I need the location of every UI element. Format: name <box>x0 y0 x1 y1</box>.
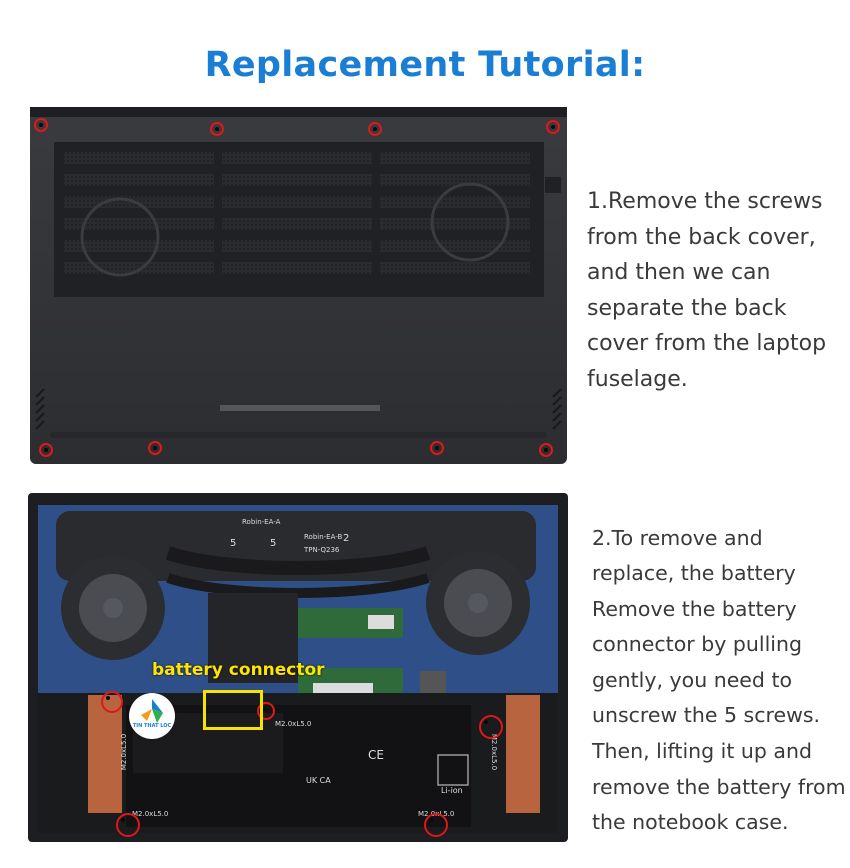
board-label: Robin-EA-B <box>304 533 343 541</box>
battery-mark: CE <box>368 748 384 762</box>
screw-size-label: M2.0xL5.0 <box>275 720 312 728</box>
screw-marker <box>424 813 448 837</box>
bottom-cover-illustration <box>30 107 567 464</box>
battery-mark: Li-ion <box>441 786 463 795</box>
screw-marker <box>430 441 444 455</box>
interior-illustration <box>28 493 568 842</box>
step-1-instructions: 1.Remove the screws from the back cover,… <box>587 189 827 392</box>
logo-icon <box>141 699 163 723</box>
screw-marker <box>210 122 224 136</box>
interior-photo: Robin-EA-A Robin-EA-B TPN-Q236 5 5 2 M2.… <box>28 493 568 842</box>
board-label: 2 <box>343 533 350 544</box>
screw-marker <box>257 702 275 720</box>
board-label: Robin-EA-A <box>242 518 281 526</box>
screw-marker <box>39 443 53 457</box>
screw-marker <box>101 691 123 713</box>
screw-marker <box>479 715 503 739</box>
bottom-cover-photo <box>30 107 567 464</box>
logo-text: TIN THAT LOC <box>132 723 172 729</box>
shop-logo: TIN THAT LOC <box>129 693 175 739</box>
board-label: 5 <box>230 538 237 549</box>
page-title: Replacement Tutorial: <box>204 45 646 86</box>
screw-marker <box>116 813 140 837</box>
screw-marker <box>34 118 48 132</box>
step-2-instructions: 2.To remove and replace, the battery Rem… <box>592 525 846 835</box>
screw-marker <box>546 120 560 134</box>
battery-connector-highlight <box>203 690 263 730</box>
screw-size-label: M2.0xL5.0 <box>490 733 499 771</box>
battery-mark: UK CA <box>306 776 331 785</box>
screw-size-label: M2.0xL5.0 <box>120 733 129 771</box>
battery-connector-callout: battery connector <box>152 660 325 680</box>
board-label: 5 <box>270 538 277 549</box>
board-label: TPN-Q236 <box>304 546 340 554</box>
screw-marker <box>368 122 382 136</box>
screw-marker <box>539 443 553 457</box>
screw-marker <box>148 441 162 455</box>
screw-size-label: M2.0xL5.0 <box>132 810 169 818</box>
